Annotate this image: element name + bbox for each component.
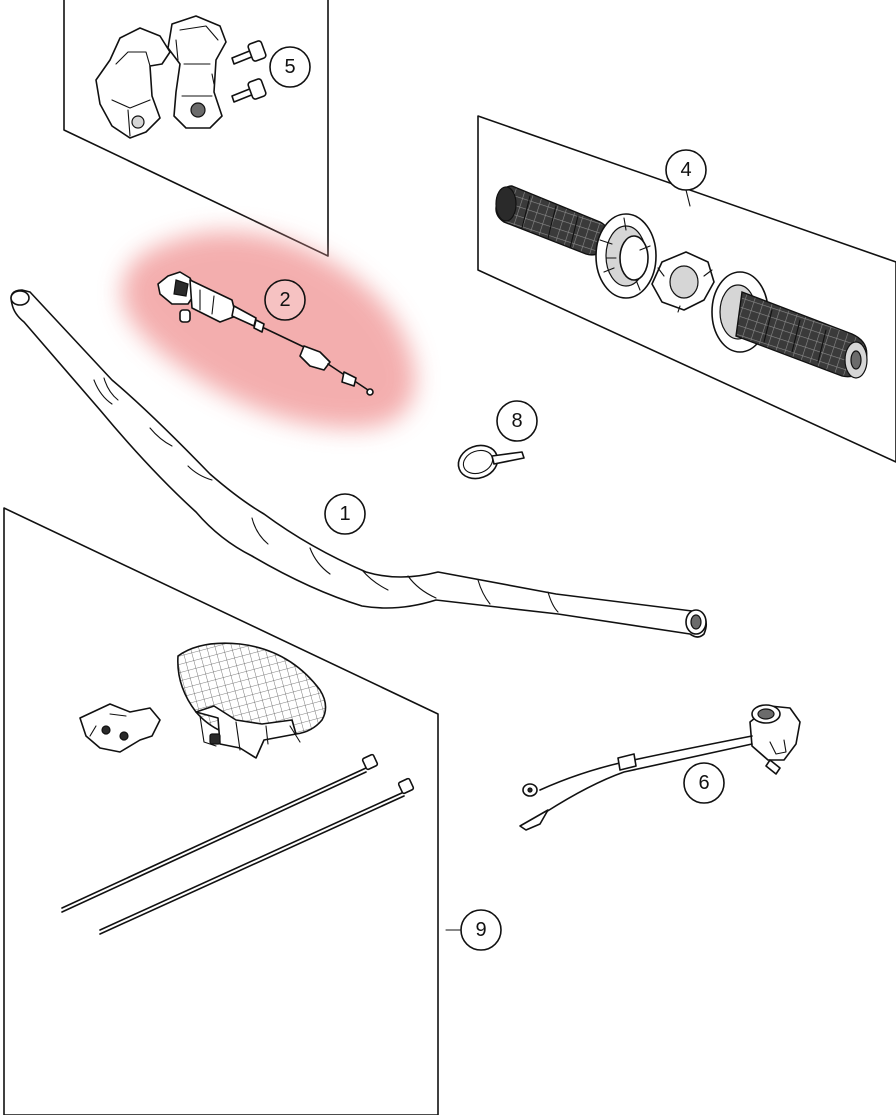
leader-lines <box>445 189 691 931</box>
callout-6-label: 6 <box>698 772 709 794</box>
bar-pad <box>177 642 327 759</box>
clamp-bolts <box>231 40 267 103</box>
panel-grips-throttle <box>477 115 896 463</box>
right-grip <box>711 271 868 379</box>
callout-4: 4 <box>665 149 707 191</box>
long-cable-ties <box>61 753 415 935</box>
callout-8-label: 8 <box>511 410 522 432</box>
left-grip <box>495 185 609 256</box>
callout-4-label: 4 <box>680 159 691 181</box>
callout-5: 5 <box>269 46 311 88</box>
panel-clamp-kit <box>63 0 329 257</box>
callout-6: 6 <box>683 762 725 804</box>
callout-9: 9 <box>460 909 502 951</box>
callout-8: 8 <box>496 400 538 442</box>
part-8-cable-tie <box>457 444 525 480</box>
callout-1-label: 1 <box>339 503 350 525</box>
callout-2-label: 2 <box>279 289 290 311</box>
throttle-cam <box>651 251 715 313</box>
callout-1: 1 <box>324 493 366 535</box>
mount-plate <box>79 703 161 753</box>
part-2-cable-assembly <box>157 271 374 396</box>
callout-9-label: 9 <box>475 919 486 941</box>
callout-5-label: 5 <box>284 56 295 78</box>
throttle-tube <box>595 213 657 299</box>
panel-cover-kit <box>3 507 439 1115</box>
part-6-kill-switch <box>519 704 801 831</box>
callout-2: 2 <box>264 279 306 321</box>
part-1-handlebar <box>10 289 708 638</box>
